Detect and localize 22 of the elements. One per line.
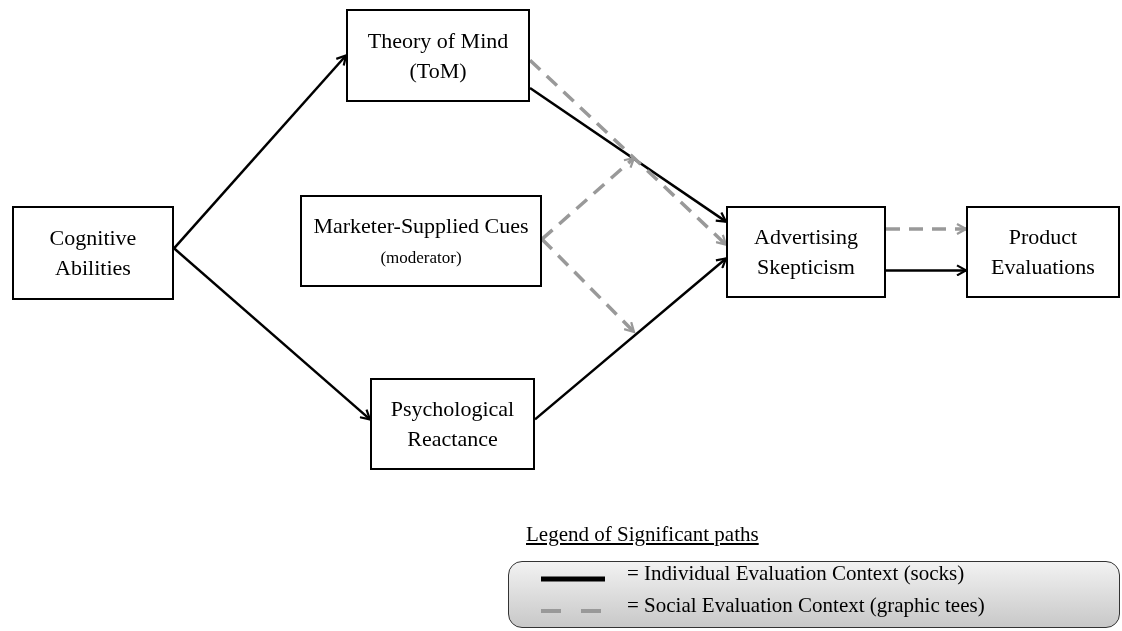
legend-text: = Individual Evaluation Context (socks) — [627, 561, 965, 586]
path-arrow — [534, 257, 728, 421]
construct-box — [726, 206, 886, 298]
path-arrow — [173, 54, 348, 250]
legend-text: = Social Evaluation Context (graphic tees) — [627, 593, 985, 618]
path-arrow — [173, 247, 372, 421]
node-note: (moderator) — [380, 248, 462, 267]
construct-box — [12, 206, 174, 300]
construct-box — [370, 378, 535, 470]
node-label: Advertising Skepticism — [754, 224, 858, 279]
node-label: Psychological Reactance — [390, 396, 515, 451]
node-label: Theory of Mind (ToM) — [367, 27, 509, 83]
node-label: Cognitive Abilities — [49, 225, 137, 280]
construct-box — [346, 9, 530, 102]
legend-title: Legend of Significant paths — [526, 522, 759, 547]
node-label: Product Evaluations — [991, 224, 1095, 279]
path-arrow — [886, 264, 968, 277]
construct-box — [300, 195, 542, 287]
path-arrow — [529, 87, 728, 223]
construct-box — [966, 206, 1120, 298]
path-arrow — [886, 222, 968, 236]
node-label: Marketer-Supplied Cues — [313, 213, 529, 239]
